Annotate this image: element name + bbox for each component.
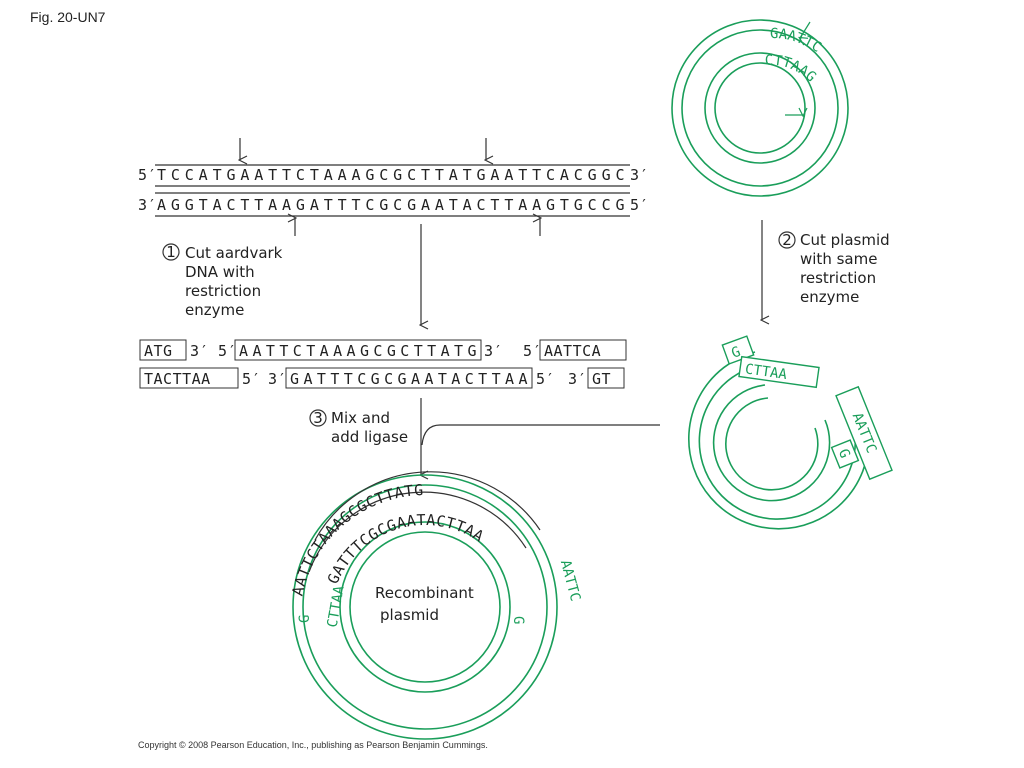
svg-text:2: 2 (782, 231, 792, 249)
frag-left-bottom: TACTTAA (144, 370, 211, 388)
step3-label: 3 Mix and add ligase (309, 409, 408, 446)
svg-text:restriction: restriction (185, 282, 261, 300)
svg-text:add ligase: add ligase (331, 428, 408, 446)
svg-text:enzyme: enzyme (185, 301, 244, 319)
figure-label: Fig. 20-UN7 (30, 9, 106, 25)
svg-text:3′: 3′ (568, 370, 587, 388)
svg-text:Cut aardvark: Cut aardvark (185, 244, 283, 262)
dna-top-strand: TCCATGAATTCTAAAGCGCTTATGAATTCACGGC (157, 166, 625, 184)
svg-text:3′: 3′ (190, 342, 209, 360)
svg-text:Mix and: Mix and (331, 409, 390, 427)
svg-text:3: 3 (313, 409, 323, 427)
rec-outer-green-left: G (297, 615, 313, 623)
frag-right-bottom: GT (592, 370, 611, 388)
step2-label: 2 Cut plasmid with same restriction enzy… (778, 231, 890, 306)
frag-left-top: ATG (144, 342, 173, 360)
frag-middle-top: AATTCTAAAGCGCTTATG (239, 342, 477, 360)
rec-label-line1: Recombinant (375, 584, 474, 602)
plasmid-top-outer-seq: GAATTC (770, 26, 824, 56)
svg-text:DNA with: DNA with (185, 263, 255, 281)
plasmid-top-inner-seq: CTTAAG (765, 53, 819, 86)
svg-text:3′: 3′ (268, 370, 287, 388)
svg-text:Cut plasmid: Cut plasmid (800, 231, 890, 249)
dna-bottom-5prime: 5′ (630, 196, 649, 214)
dna-top-3prime: 3′ (630, 166, 649, 184)
svg-text:1: 1 (166, 243, 176, 261)
dna-bottom-3prime: 3′ (138, 196, 157, 214)
frag-right-top: AATTCA (544, 342, 601, 360)
svg-text:5′: 5′ (242, 370, 261, 388)
rec-inner-green-left: CTTAA (325, 584, 348, 629)
plasmid-cut: G CTTAA AATTC G (687, 335, 893, 530)
dna-fragments: ATG 3′ TACTTAA 5′ 5′ AATTCTAAAGCGCTTATG … (139, 339, 627, 389)
dna-top-5prime: 5′ (138, 166, 157, 184)
rec-label-line2: plasmid (380, 606, 439, 624)
rec-inner-green-right: G (510, 616, 526, 624)
svg-text:5′: 5′ (523, 342, 542, 360)
svg-text:5′: 5′ (536, 370, 555, 388)
svg-text:3′: 3′ (484, 342, 503, 360)
frag-middle-bottom: GATTTCGCGAATACTTAA (290, 370, 528, 388)
plasmid-recombinant: AATTCTAAAGCGCTTATG GATTTCGCGAATACTTAA G … (288, 471, 583, 740)
cut-inner-ctaa: CTTAA (744, 361, 789, 383)
plasmid-intact: GAATTC CTTAAG (671, 19, 849, 197)
dna-bottom-strand: AGGTACTTAAGATTTCGCGAATACTTAAGTGCCG (157, 196, 625, 214)
svg-text:with same: with same (800, 250, 877, 268)
merge-line (421, 424, 660, 446)
step1-label: 1 Cut aardvark DNA with restriction enzy… (162, 243, 283, 319)
svg-text:restriction: restriction (800, 269, 876, 287)
copyright: Copyright © 2008 Pearson Education, Inc.… (138, 740, 488, 750)
rec-outer-green-right: AATTC (557, 558, 583, 603)
svg-text:enzyme: enzyme (800, 288, 859, 306)
svg-text:5′: 5′ (218, 342, 237, 360)
aardvark-dna: 5′ TCCATGAATTCTAAAGCGCTTATGAATTCACGGC 3′… (138, 138, 649, 236)
